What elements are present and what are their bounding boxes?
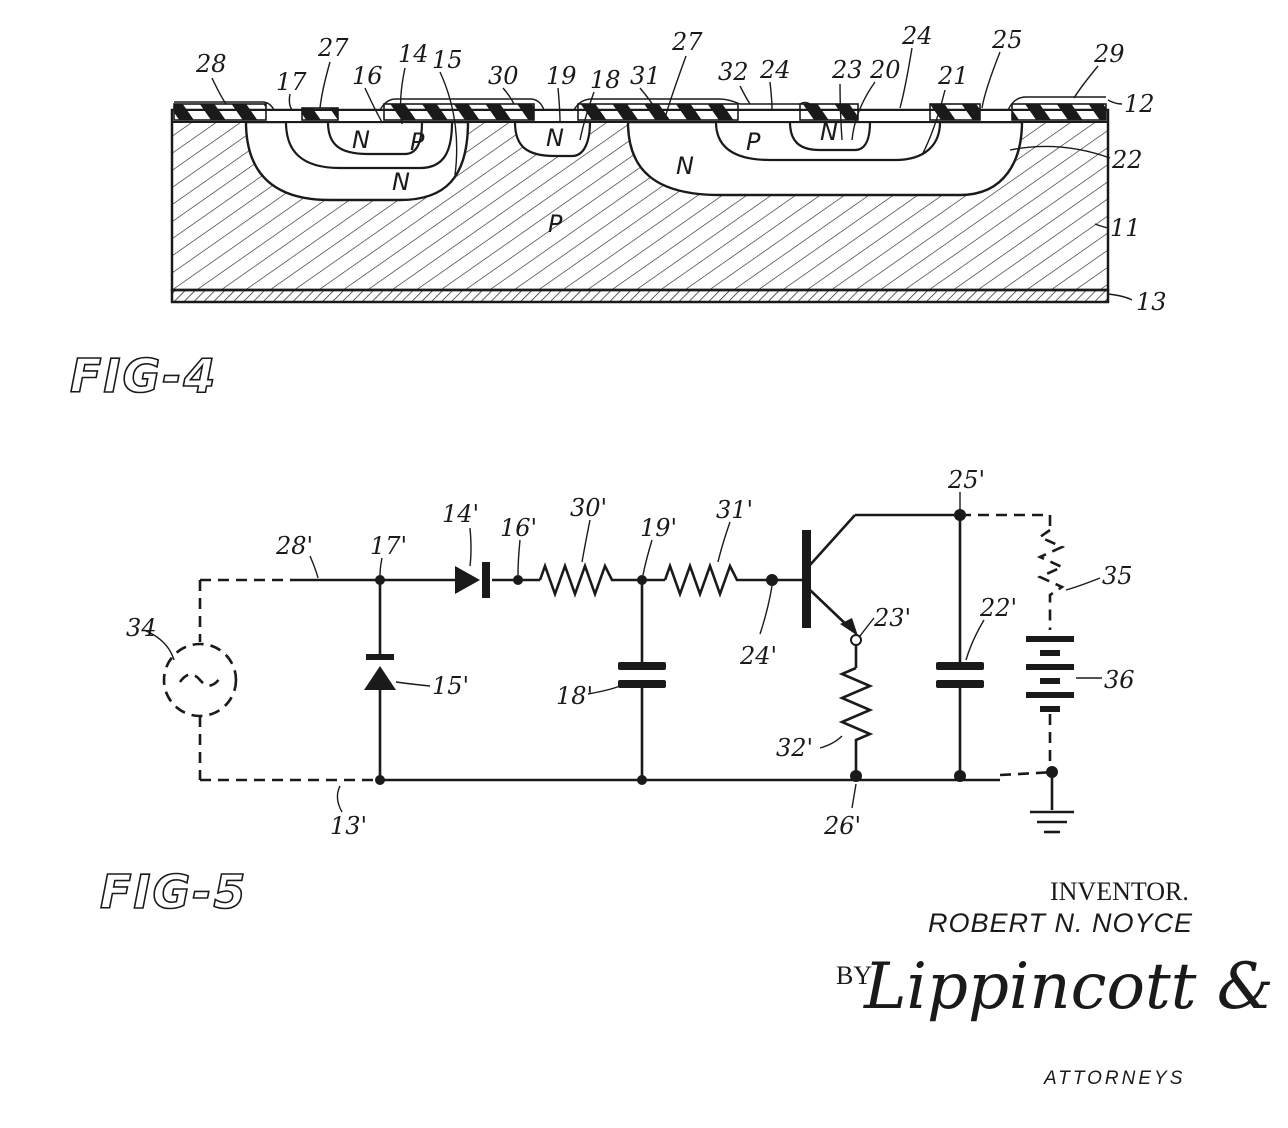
fig5-leaders (143, 492, 1102, 813)
region-n4-label: N (676, 152, 694, 180)
region-p2-label: P (746, 128, 761, 156)
signature-block: INVENTOR. ROBERT N. NOYCE BY Lippincott … (836, 877, 1288, 1089)
ref-24p: 24' (739, 642, 777, 670)
diode-15p-bar (366, 654, 394, 660)
fig4-title: FIG-4 (70, 349, 217, 403)
resistor-35 (1036, 528, 1066, 630)
ref-32p: 32' (776, 734, 813, 762)
capacitor-22p-plate-top (936, 662, 984, 670)
ref-18p: 18' (556, 682, 593, 710)
ref-15: 15 (432, 46, 463, 74)
fig4-cross-section: 28 17 27 16 14 15 30 19 18 31 27 32 24 2… (69, 22, 1167, 404)
ref-20: 20 (869, 56, 901, 84)
ref-14: 14 (398, 40, 429, 68)
ref-26p: 26' (823, 812, 861, 840)
ref-16: 16 (352, 62, 383, 90)
ref-24a: 24 (759, 56, 791, 84)
fig5-ref-labels: 28' 17' 14' 16' 30' 19' 31' 25' 35 34 15… (126, 466, 1135, 840)
inventor-name: ROBERT N. NOYCE (928, 908, 1193, 938)
inventor-heading: INVENTOR. (1050, 877, 1189, 906)
region-n-inner-left (326, 120, 424, 156)
ref-17p: 17' (370, 532, 407, 560)
fig5-circuit: 28' 17' 14' 16' 30' 19' 31' 25' 35 34 15… (99, 466, 1135, 920)
capacitor-18p-plate-top (618, 662, 666, 670)
attorneys-label: ATTORNEYS (1043, 1068, 1185, 1089)
region-p-sub-label: P (548, 210, 563, 238)
ref-35: 35 (1102, 562, 1133, 590)
ref-29: 29 (1093, 40, 1125, 68)
ref-36: 36 (1104, 666, 1135, 694)
ref-17: 17 (276, 68, 307, 96)
transistor-base-bar (802, 530, 811, 628)
wire-load-bottom (999, 770, 1056, 777)
ref-23p: 23' (873, 604, 911, 632)
region-p1-label: P (410, 128, 425, 156)
capacitor-18p-plate-bottom (618, 680, 666, 688)
ref-13p: 13' (330, 812, 367, 840)
fig4-region-labels: N P N N P N P N (352, 118, 838, 238)
ref-30p: 30' (570, 494, 607, 522)
ref-15p: 15' (432, 672, 469, 700)
resistor-32p (838, 666, 874, 780)
ref-14p: 14' (442, 500, 479, 528)
junction-dots (375, 509, 1058, 785)
fig5-title: FIG-5 (100, 865, 247, 919)
region-n2-label: N (392, 168, 410, 196)
resistor-31p (663, 562, 740, 598)
fig4-ref-labels: 28 17 27 16 14 15 30 19 18 31 27 32 24 2… (195, 22, 1167, 316)
region-n5-label: N (820, 118, 838, 146)
ref-19: 19 (546, 62, 577, 90)
ground-icon (1030, 810, 1074, 834)
battery-36 (1026, 636, 1074, 712)
fig4-leaders (211, 47, 1133, 301)
ref-32: 32 (718, 58, 749, 86)
ref-18: 18 (590, 66, 621, 94)
ref-30: 30 (488, 62, 519, 90)
diode-15p-icon (364, 666, 396, 690)
ref-34: 34 (126, 614, 157, 642)
ref-28p: 28' (275, 532, 313, 560)
ref-12: 12 (1124, 90, 1155, 118)
region-n-middle (513, 120, 592, 158)
ref-31p: 31' (716, 496, 753, 524)
ac-source-wave-icon (178, 673, 222, 687)
ref-27b: 27 (671, 28, 703, 56)
ref-25p: 25' (947, 466, 985, 494)
ref-19p: 19' (640, 514, 677, 542)
region-n-inner-right (788, 120, 872, 152)
emitter-arrow-icon (840, 618, 858, 636)
ac-source-34 (162, 642, 238, 718)
resistor-30p (538, 562, 615, 598)
by-label: BY (836, 961, 872, 990)
ref-25: 25 (991, 26, 1023, 54)
attorney-signature: Lippincott & Ralls (863, 950, 1288, 1024)
metal-interconnects (174, 96, 1106, 111)
oxide-segments (173, 103, 1107, 121)
region-n3-label: N (546, 124, 564, 152)
ref-31: 31 (630, 62, 661, 90)
diode-14p-bar (482, 562, 490, 598)
ref-13: 13 (1136, 288, 1167, 316)
ref-28: 28 (195, 50, 227, 78)
ref-27a: 27 (317, 34, 349, 62)
transistor-collector (809, 514, 856, 566)
capacitor-22p-plate-bottom (936, 680, 984, 688)
ref-11: 11 (1110, 214, 1141, 242)
ref-16p: 16' (500, 514, 537, 542)
region-n1-label: N (352, 126, 370, 154)
ref-23: 23 (831, 56, 863, 84)
ref-22p: 22' (979, 594, 1017, 622)
bottom-layer-13 (170, 288, 1110, 304)
ref-24b: 24 (901, 22, 933, 50)
ref-21: 21 (937, 62, 969, 90)
ref-22: 22 (1111, 146, 1143, 174)
diode-14p-icon (455, 566, 480, 594)
